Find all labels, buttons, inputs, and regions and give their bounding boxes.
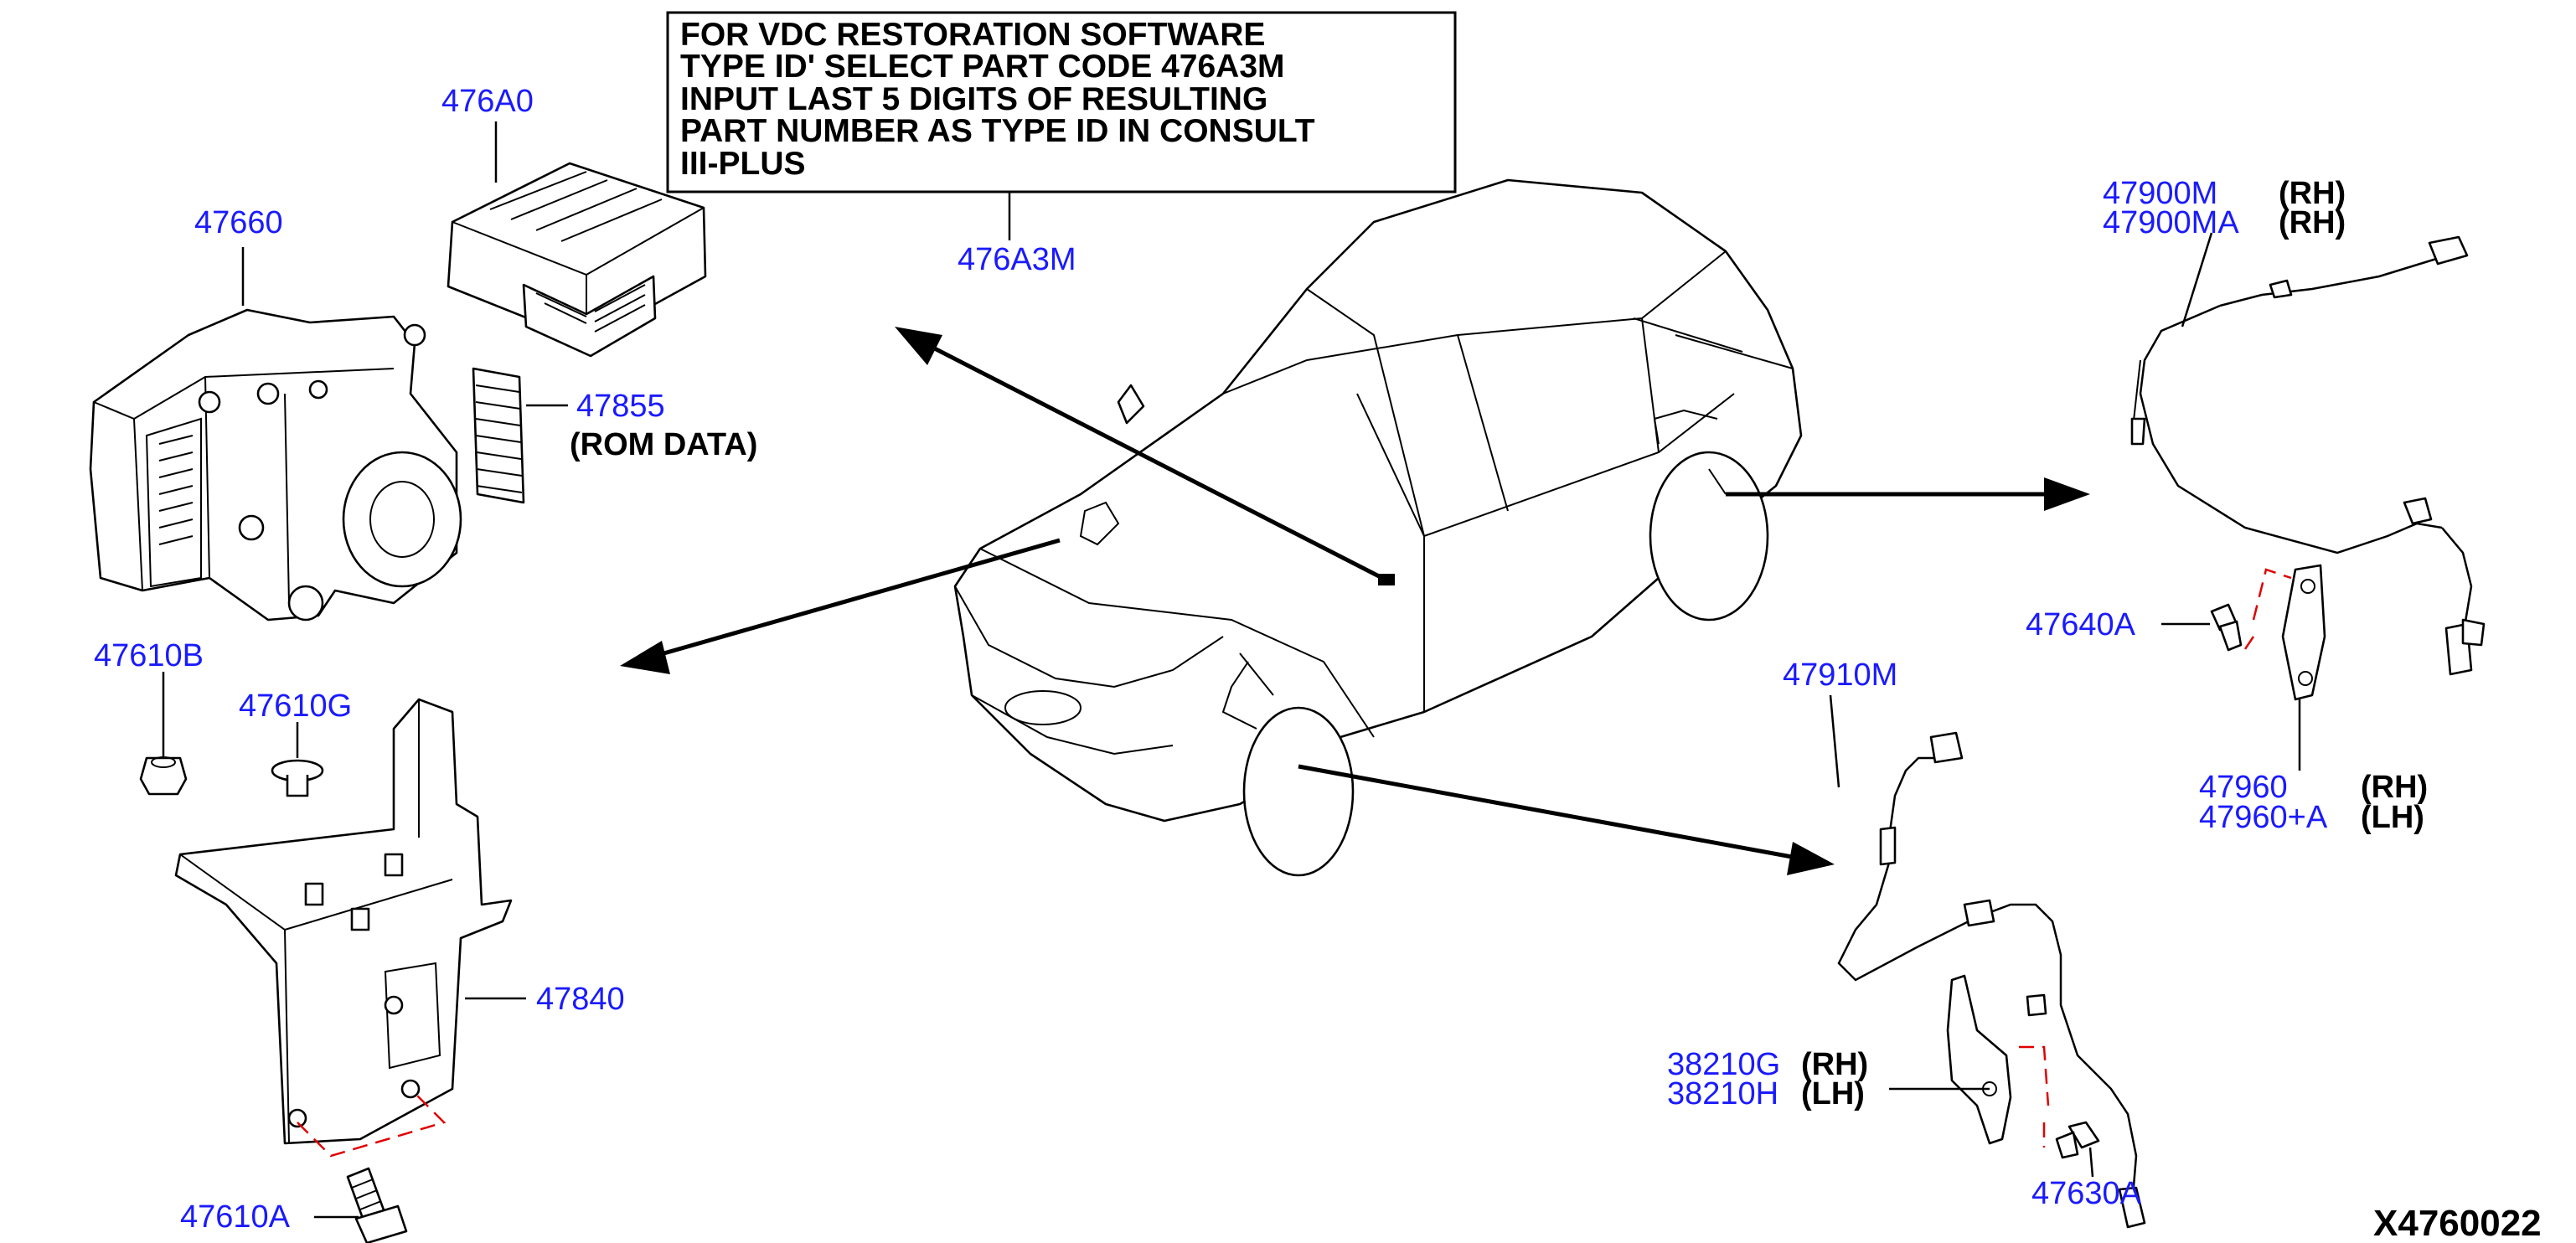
label-47840[interactable]: 47840 xyxy=(536,982,625,1017)
label-47910M[interactable]: 47910M xyxy=(1783,658,1897,693)
label-47855[interactable]: 47855 xyxy=(576,389,665,424)
label-47900M-side: (RH) xyxy=(2279,176,2346,211)
label-38210H-side: (LH) xyxy=(1801,1076,1865,1111)
label-47900M[interactable]: 47900M xyxy=(2103,176,2217,211)
label-47660[interactable]: 47660 xyxy=(194,205,283,240)
label-47960-side: (RH) xyxy=(2361,770,2428,805)
label-47900MA[interactable]: 47900MA xyxy=(2103,205,2239,240)
label-38210H[interactable]: 38210H xyxy=(1667,1076,1778,1111)
label-47640A[interactable]: 47640A xyxy=(2026,607,2136,642)
note-line-1: FOR VDC RESTORATION SOFTWARE xyxy=(680,17,1265,53)
note-line-3: INPUT LAST 5 DIGITS OF RESULTING xyxy=(680,81,1267,117)
rear-sensor-47900M xyxy=(2130,232,2486,676)
front-sensor-47910M xyxy=(1829,694,2146,1229)
note-line-2: TYPE ID' SELECT PART CODE 476A3M xyxy=(680,49,1285,85)
label-47610G[interactable]: 47610G xyxy=(239,689,352,724)
label-47960[interactable]: 47960 xyxy=(2199,770,2288,805)
rom-label-47855 xyxy=(472,367,568,504)
label-476A3M[interactable]: 476A3M xyxy=(958,242,1076,277)
note-line-4: PART NUMBER AS TYPE ID IN CONSULT xyxy=(680,113,1315,149)
label-47610A[interactable]: 47610A xyxy=(180,1199,291,1235)
pointer-arrows xyxy=(620,327,2090,875)
label-47900MA-side: (RH) xyxy=(2279,205,2346,240)
control-module-476A0 xyxy=(447,121,707,358)
label-47855-note: (ROM DATA) xyxy=(570,427,757,462)
label-38210G[interactable]: 38210G xyxy=(1667,1047,1780,1082)
front-bracket-38210G xyxy=(1889,974,2050,1148)
label-47610B[interactable]: 47610B xyxy=(94,638,204,673)
rear-bracket-47960 xyxy=(2243,564,2326,771)
bolt-47610A xyxy=(314,1167,408,1243)
diagram-code: X4760022 xyxy=(2373,1203,2542,1243)
label-38210G-side: (RH) xyxy=(1801,1047,1868,1082)
note-box: FOR VDC RESTORATION SOFTWARE TYPE ID' SE… xyxy=(666,11,1457,240)
bracket-47840 xyxy=(174,698,526,1145)
actuator-47660 xyxy=(89,247,462,622)
label-47630A[interactable]: 47630A xyxy=(2031,1176,2142,1211)
bolt-47640A xyxy=(2161,603,2243,652)
label-47960A-side: (LH) xyxy=(2361,800,2424,835)
note-line-5: III-PLUS xyxy=(680,146,806,182)
nut-47610B xyxy=(139,672,188,796)
vehicle-outline xyxy=(953,178,1803,877)
grommet-47610G xyxy=(271,722,324,797)
label-476A0[interactable]: 476A0 xyxy=(441,84,534,119)
bolt-47630A xyxy=(2055,1121,2100,1178)
label-47960A[interactable]: 47960+A xyxy=(2199,800,2328,835)
